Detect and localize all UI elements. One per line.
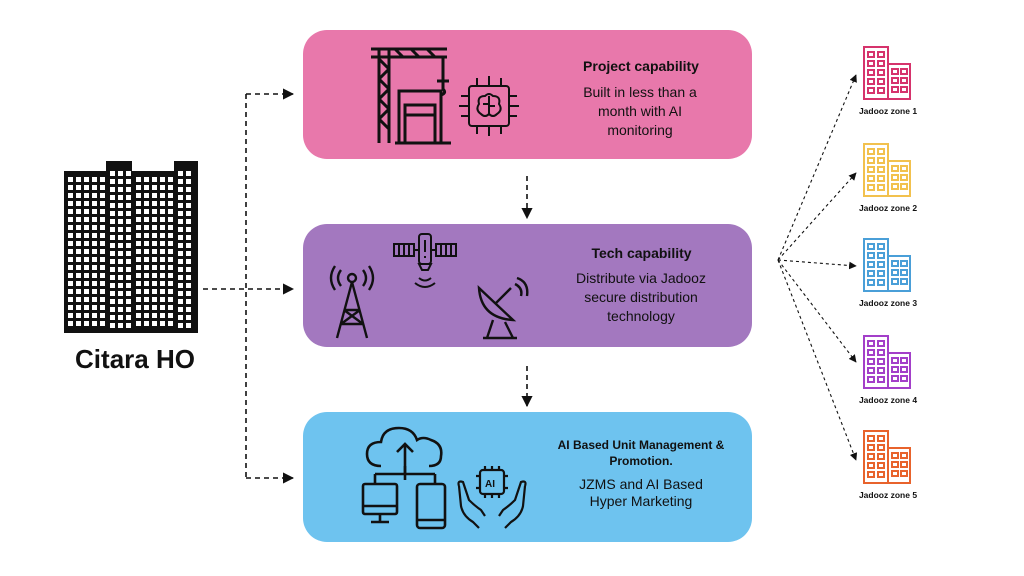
building-icon [863, 238, 911, 292]
arrow-to-zone-2 [777, 172, 857, 261]
project-capability-title: Project capability [583, 58, 699, 74]
zone-label-3: Jadooz zone 3 [858, 298, 918, 308]
cloud-devices-icon [361, 426, 447, 530]
building-icon [863, 430, 911, 484]
satellite-dish-icon [477, 276, 529, 340]
building-icon [863, 335, 911, 389]
tech-capability-description: Distribute via Jadooz secure distributio… [576, 270, 706, 324]
ai-management-description: JZMS and AI Based Hyper Marketing [579, 476, 703, 509]
zone-label-1: Jadooz zone 1 [858, 106, 918, 116]
ai-management-box: AI AI Based Unit Management & Promotion.… [303, 412, 752, 542]
project-capability-box: Project capability Built in less than a … [303, 30, 752, 159]
building-icon [863, 143, 911, 197]
satellite-icon [393, 233, 457, 288]
building-icon [863, 46, 911, 100]
radio-tower-icon [329, 265, 375, 339]
headquarters-label: Citara HO [75, 344, 195, 374]
zone-label-4: Jadooz zone 4 [858, 395, 918, 405]
ai-management-title: AI Based Unit Management & Promotion. [557, 438, 725, 468]
zone-label-5: Jadooz zone 5 [858, 490, 918, 500]
zone-label-2: Jadooz zone 2 [858, 203, 918, 213]
tech-capability-title: Tech capability [591, 245, 692, 261]
construction-crane-icon [371, 47, 451, 145]
svg-text:AI: AI [485, 479, 495, 490]
arrow-to-zone-5 [777, 259, 858, 461]
arrow-to-zone-1 [777, 74, 857, 261]
arrow-to-zone-3 [777, 259, 857, 270]
office-towers-icon [64, 161, 198, 333]
ai-hands-icon: AI [457, 466, 527, 529]
arrow-to-zone-4 [777, 259, 857, 363]
ai-chip-icon [459, 76, 519, 136]
tech-capability-box: Tech capability Distribute via Jadooz se… [303, 224, 752, 347]
project-capability-description: Built in less than a month with AI monit… [583, 84, 697, 138]
